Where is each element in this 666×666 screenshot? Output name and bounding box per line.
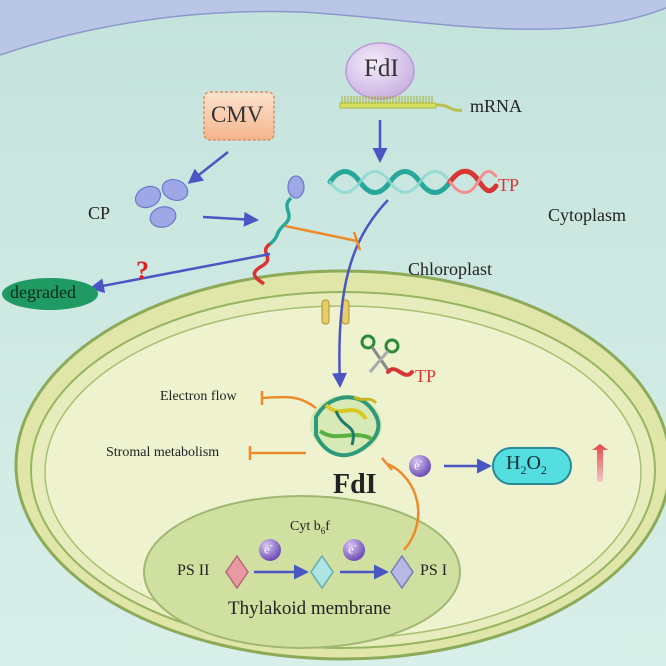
cp-label: CP [88,203,111,223]
fdi-bubble-label: FdI [364,55,399,82]
electron-label: e- [414,456,423,473]
h2o2-badge [492,447,572,485]
cp-bound [287,175,305,199]
mrna-label: mRNA [470,96,523,116]
cp-particles [134,179,189,228]
scissors-icon [360,334,400,373]
fdi-bubble [345,42,415,100]
cytb6f-label: Cyt b6f [290,519,330,536]
cmv-label: CMV [211,102,264,127]
fdi-protein-icon [310,395,382,458]
electron-icon [409,455,431,477]
question-mark-icon: ? [136,256,149,285]
ps2-label: PS II [177,562,210,579]
cytb6f-complex [310,554,334,590]
arrows [89,120,492,580]
electron-icon [343,539,365,561]
h2o2-label: H2O2 [506,452,547,477]
ps1-label: PS I [420,562,448,579]
mrna-strand [339,96,463,112]
thylakoid-label: Thylakoid membrane [228,598,392,619]
cell-membrane [0,0,666,55]
inhibition-lines [248,224,420,551]
tp-cut-label: TP [415,366,437,386]
ps1-complex [390,554,414,590]
stromal-metabolism-label: Stromal metabolism [106,445,220,460]
electron-label: e- [264,540,273,557]
degraded-label: degraded [10,282,76,302]
ps2-complex [225,554,249,590]
cytoplasm-label: Cytoplasm [548,205,627,225]
electron-icon [259,539,281,561]
cmv-virus [203,91,275,141]
tp-top-label: TP [498,175,520,195]
degraded-badge [2,278,98,310]
electron-carriers [259,455,431,561]
electron-label: e- [348,540,357,557]
up-arrow-icon [592,444,608,482]
electron-flow-label: Electron flow [160,389,237,404]
fdi-label: FdI [333,469,377,500]
chloroplast-label: Chloroplast [408,259,492,279]
fdi-transcript-helix [327,168,499,195]
